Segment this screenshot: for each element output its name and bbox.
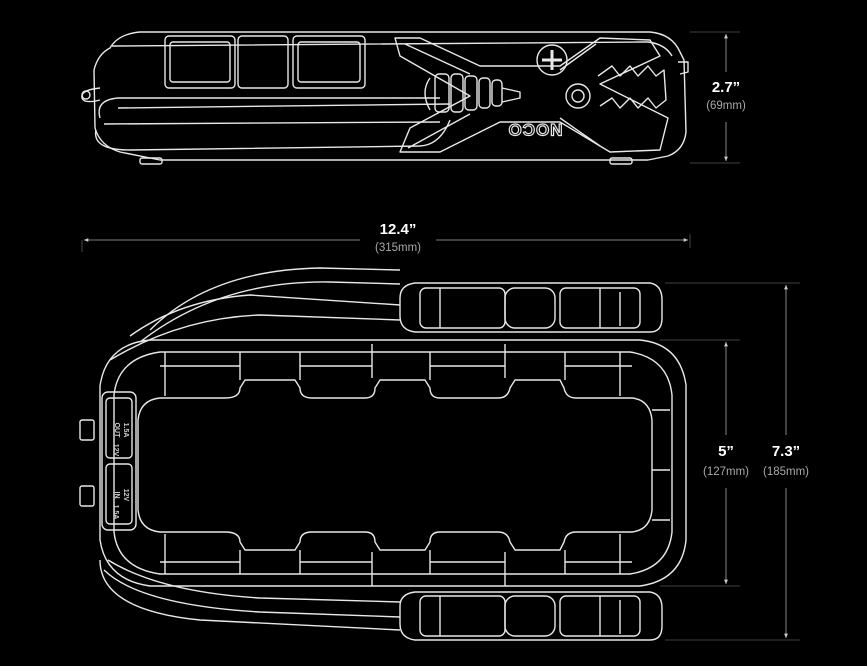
total-width-metric: (185mm) [762, 466, 809, 478]
body-width-metric: (127mm) [702, 466, 749, 478]
noco-logo: NOCO [508, 120, 563, 139]
total-width-value: 7.3” [771, 443, 801, 460]
svg-text:12V: 12V [112, 444, 119, 457]
body-width-value: 5” [718, 443, 734, 460]
svg-text:OUT: OUT [113, 423, 120, 439]
svg-text:12V: 12V [122, 489, 129, 502]
height-metric: (69mm) [706, 100, 746, 112]
length-metric: (315mm) [374, 242, 421, 254]
height-value: 2.7” [711, 79, 741, 96]
svg-text:IN: IN [113, 492, 120, 499]
port-out-rating: 12V [112, 444, 119, 457]
svg-text:1.5A: 1.5A [122, 423, 129, 438]
dimension-lines [81, 31, 800, 641]
svg-text:1.5A: 1.5A [112, 505, 119, 520]
side-view [81, 31, 689, 165]
length-value: 12.4” [379, 221, 417, 238]
top-view [79, 267, 687, 641]
port-out-label: 1.5A OUT [113, 423, 129, 439]
port-in-current: 1.5A [112, 505, 119, 520]
port-in-label: 12V IN [113, 489, 129, 502]
